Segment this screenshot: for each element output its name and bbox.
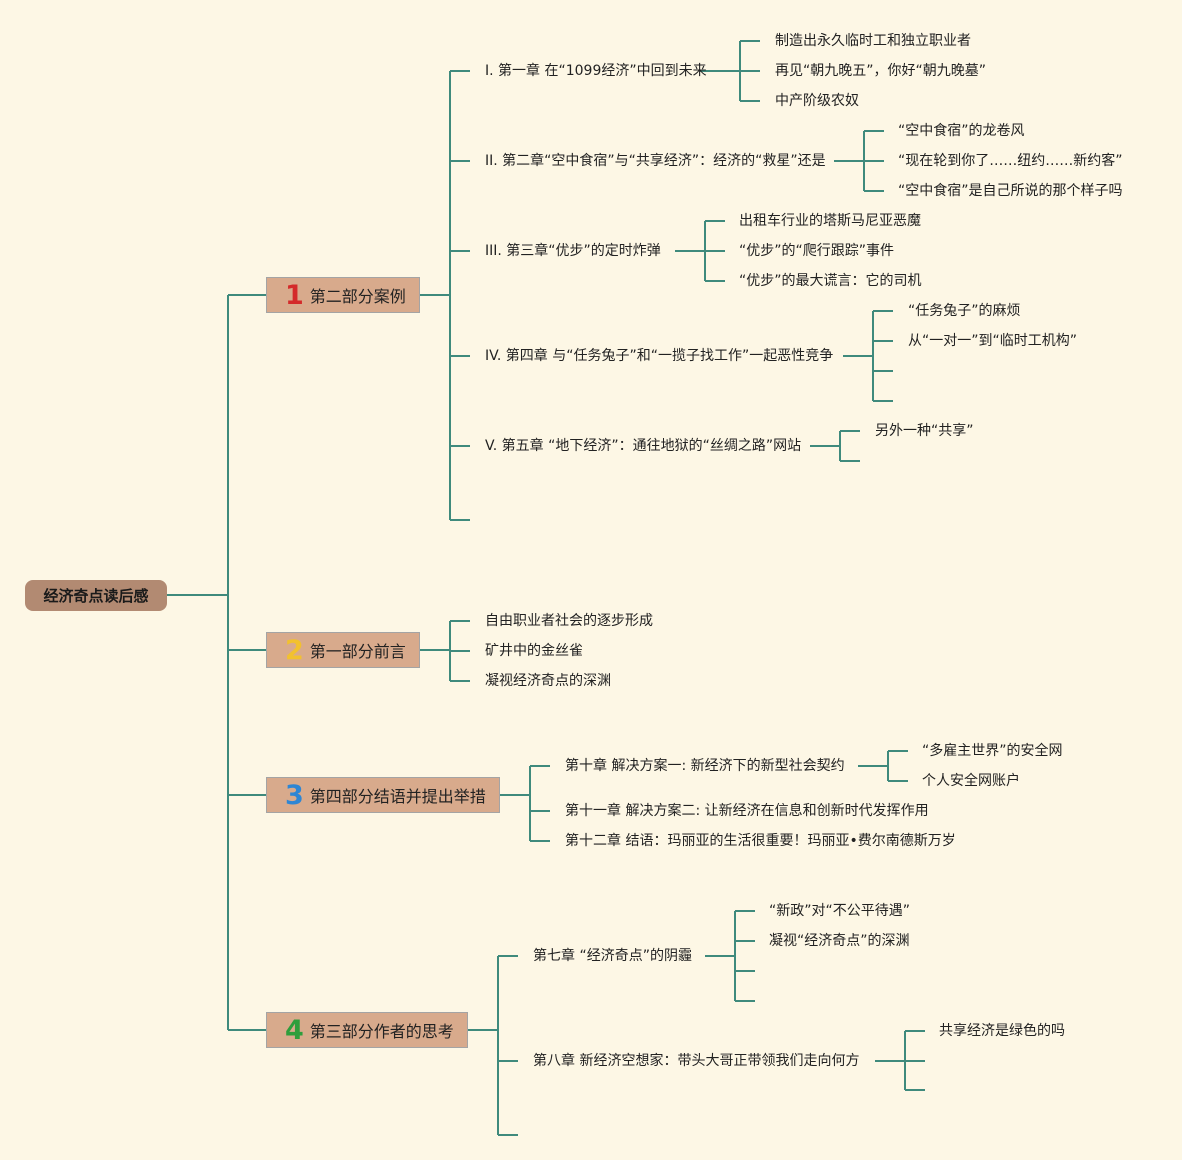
topic-label: 第二部分案例 (309, 287, 406, 306)
section-node[interactable]: 再见“朝九晚五”，你好“朝九晚墓” (775, 63, 987, 79)
section-node[interactable]: “现在轮到你了……纽约……新约客” (898, 153, 1123, 169)
preface-item[interactable]: 矿井中的金丝雀 (485, 643, 583, 659)
section-node[interactable]: “任务兔子”的麻烦 (908, 303, 1021, 319)
chapter-node[interactable]: 第七章 “经济奇点”的阴霾 (533, 948, 692, 964)
chapter-node[interactable]: 第十章 解决方案一: 新经济下的新型社会契约 (565, 758, 845, 774)
section-node[interactable]: 凝视“经济奇点”的深渊 (769, 933, 910, 949)
chapter-node[interactable]: IV. 第四章 与“任务兔子”和“一揽子找工作”一起恶性竞争 (485, 348, 834, 364)
number-badge-4: 4 (285, 1014, 304, 1046)
chapter-node[interactable]: 第十一章 解决方案二: 让新经济在信息和创新时代发挥作用 (565, 803, 929, 819)
topic-part3-thoughts[interactable]: 4 第三部分作者的思考 (266, 1012, 468, 1048)
chapter-node[interactable]: I. 第一章 在“1099经济”中回到未来 (485, 63, 707, 79)
chapter-node[interactable]: 第八章 新经济空想家：带头大哥正带领我们走向何方 (533, 1053, 860, 1069)
section-node[interactable]: “新政”对“不公平待遇” (769, 903, 911, 919)
section-node[interactable]: 从“一对一”到“临时工机构” (908, 333, 1078, 349)
chapter-node[interactable]: V. 第五章 “地下经济”：通往地狱的“丝绸之路”网站 (485, 438, 802, 454)
number-badge-1: 1 (285, 279, 304, 311)
preface-item[interactable]: 凝视经济奇点的深渊 (485, 673, 611, 689)
chapter-node[interactable]: III. 第三章“优步”的定时炸弹 (485, 243, 661, 259)
topic-part2-cases[interactable]: 1 第二部分案例 (266, 277, 420, 313)
section-node[interactable]: 个人安全网账户 (922, 773, 1020, 789)
chapter-node[interactable]: II. 第二章“空中食宿”与“共享经济”：经济的“救星”还是 (485, 153, 826, 169)
section-node[interactable]: 共享经济是绿色的吗 (939, 1023, 1065, 1039)
root-label: 经济奇点读后感 (43, 587, 149, 605)
section-node[interactable]: “优步”的“爬行跟踪”事件 (739, 243, 895, 259)
section-node[interactable]: “空中食宿”是自己所说的那个样子吗 (898, 183, 1123, 199)
topic-label: 第四部分结语并提出举措 (309, 787, 486, 806)
section-node[interactable]: “优步”的最大谎言：它的司机 (739, 273, 922, 289)
root-node[interactable]: 经济奇点读后感 (25, 580, 167, 611)
topic-label: 第三部分作者的思考 (309, 1022, 454, 1041)
number-badge-3: 3 (285, 779, 304, 811)
section-node[interactable]: 制造出永久临时工和独立职业者 (775, 33, 971, 49)
preface-item[interactable]: 自由职业者社会的逐步形成 (485, 613, 653, 629)
number-badge-2: 2 (285, 634, 304, 666)
chapter-node[interactable]: 第十二章 结语：玛丽亚的生活很重要！玛丽亚•费尔南德斯万岁 (565, 833, 956, 849)
section-node[interactable]: 出租车行业的塔斯马尼亚恶魔 (739, 213, 921, 229)
section-node[interactable]: 中产阶级农奴 (775, 93, 859, 109)
section-node[interactable]: 另外一种“共享” (875, 423, 974, 439)
topic-part1-preface[interactable]: 2 第一部分前言 (266, 632, 420, 668)
topic-part4-conclusion[interactable]: 3 第四部分结语并提出举措 (266, 777, 500, 813)
section-node[interactable]: “空中食宿”的龙卷风 (898, 123, 1025, 139)
section-node[interactable]: “多雇主世界”的安全网 (922, 743, 1063, 759)
topic-label: 第一部分前言 (309, 642, 406, 661)
